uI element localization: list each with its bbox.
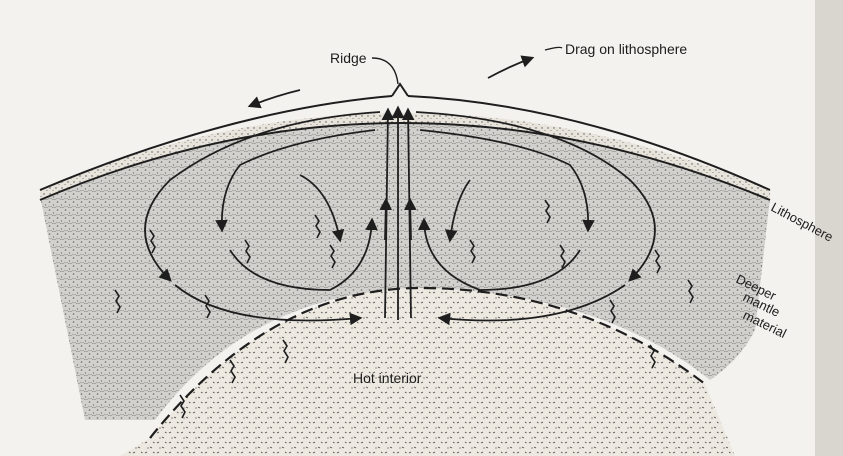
drag-label: Drag on lithosphere — [565, 41, 687, 57]
ridge-leader-line — [372, 58, 398, 84]
ridge-notch — [392, 84, 408, 96]
ridge-label: Ridge — [330, 50, 367, 66]
drag-leader-line — [545, 47, 562, 50]
hot-interior-label: Hot interior — [353, 370, 422, 386]
